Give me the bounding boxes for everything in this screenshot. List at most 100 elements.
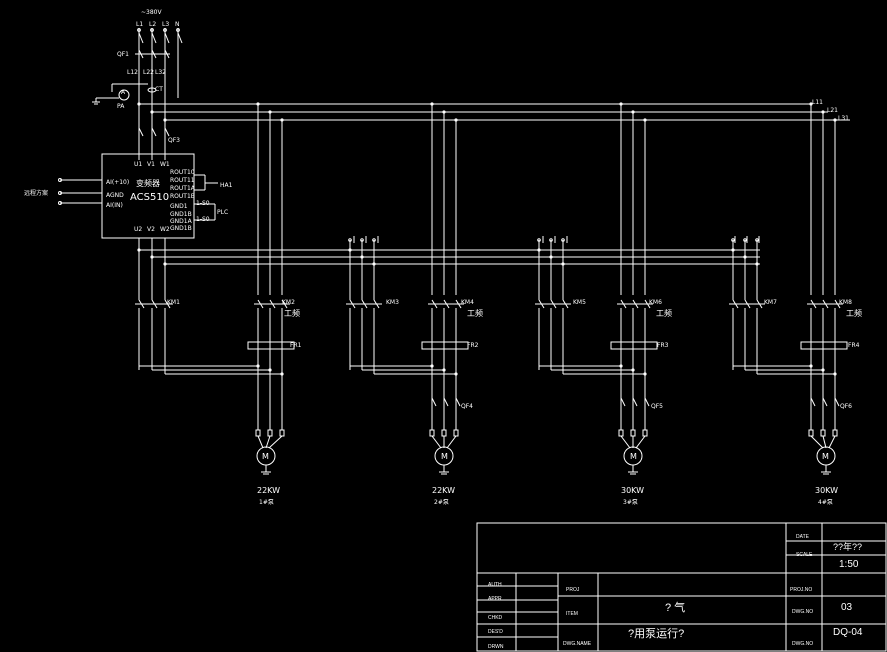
branch1-line-contactor-label: KM2 [282,299,295,306]
vfd-title: 变频器 [136,179,160,188]
junction-dot [137,248,141,252]
junction-dot [256,102,260,106]
junction-dot [348,248,352,252]
branch1-relay-label: FR1 [290,342,302,349]
tb-scale-value: 1:50 [839,559,859,570]
main-breaker-label: QF1 [117,51,129,58]
junction-dot [256,364,260,368]
tap-terminal [549,238,553,242]
signal-tag-1: 1-S0 [196,200,210,207]
vfd-right-term-2: ROUT11 [170,177,195,184]
branch4-vfd-contactor-label: KM7 [764,299,777,306]
branch2-breaker-label: QF4 [461,403,473,410]
title-block-frame [476,522,887,652]
branch2-line-contactor-label: KM4 [461,299,474,306]
tb-auth-label: AUTH [488,582,502,588]
branch1-vfd-contactor-label: KM1 [167,299,180,306]
tap-terminal [755,238,759,242]
terminal-block [820,429,826,437]
branch3-relay-label: FR3 [657,342,669,349]
tb-item-value: ? 气 [665,602,686,614]
vfd-term-v1: V1 [147,161,155,168]
tb-name-value: ?用泵运行? [628,628,685,640]
terminal-block [267,429,273,437]
motor-breaker-blade [644,397,650,407]
tb-scale-label: SCALE [796,552,813,558]
vfd-right-term-8: GND1B [170,225,192,232]
terminal-block [832,429,838,437]
tb-desd-label: DES'D [488,629,503,635]
branch2-pump-label: 2#泵 [434,499,449,506]
tap-terminal [743,238,747,242]
vfd-left-term-3: AI(IN) [106,202,123,209]
motor-breaker-blade [443,397,449,407]
junction-dot [833,118,837,122]
phase-label-l2: L2 [149,21,157,28]
branch3-mode-label: 工频 [656,309,672,318]
bus-label-l21: L21 [827,107,838,114]
tb-dwgno-label-2: DWG.NO [792,641,814,647]
qf3-blade [164,127,170,137]
vfd-term-w1: W1 [160,161,170,168]
motor-3-symbol: M [630,452,637,461]
qf3-label: QF3 [168,137,180,144]
branch2-power-label: 22KW [432,486,456,495]
tb-dwg-value: DQ-04 [833,627,863,638]
motor-breaker-blade [620,397,626,407]
junction-dot [731,248,735,252]
junction-dot [809,364,813,368]
tb-date-value: ??年?? [833,542,863,552]
junction-dot [430,364,434,368]
junction-dot [280,372,284,376]
tb-projno-label: PROJ.NO [790,587,813,593]
junction-dot [268,110,272,114]
thermal-relay [247,341,295,350]
junction-dot [821,110,825,114]
branch2-relay-label: FR2 [467,342,479,349]
thermal-relay [421,341,469,350]
vfd-model: ACS510 [130,192,170,203]
junction-dot [619,102,623,106]
vfd-term-v2: V2 [147,226,155,233]
tap-terminal [348,238,352,242]
signal-tag-2: 1-S0 [196,216,210,223]
qf3-blade [138,127,144,137]
terminal-block [255,429,261,437]
branch4-line-contactor-label: KM8 [839,299,852,306]
junction-dot [454,118,458,122]
source-switch-blade [177,32,183,44]
tap-terminal [731,238,735,242]
remote-terminal [58,201,62,205]
motor-breaker-blade [632,397,638,407]
source-voltage-label: ~380V [141,9,162,16]
branch4-breaker-label: QF6 [840,403,852,410]
source-switch-blade [138,32,144,44]
motor-lead [257,435,264,449]
branch2-vfd-contactor-label: KM3 [386,299,399,306]
tb-sheet-value: 03 [841,602,853,613]
source-terminal [150,28,154,32]
symbols [58,28,848,475]
junction-dot [268,368,272,372]
ammeter-tag: PA [117,103,125,110]
ammeter-symbol-label: A [121,89,126,96]
junction-dot [150,255,154,259]
fault-lamp-tag: HA1 [220,182,233,189]
branch3-line-contactor-label: KM6 [649,299,662,306]
phase-label-l3: L3 [162,21,170,28]
wiring [60,28,850,449]
junction-dot [631,368,635,372]
junction-dot [150,110,154,114]
tap-terminal [360,238,364,242]
source-terminal [176,28,180,32]
vfd-enclosure [101,153,195,239]
junction-dot [360,255,364,259]
vfd-right-term-6: GND1B [170,211,192,218]
tb-drwn-label: DRWN [488,644,504,650]
motor-lead [268,435,283,449]
junction-dot [743,255,747,259]
source-switch-blade [164,32,170,44]
terminal-block [441,429,447,437]
thermal-relay [610,341,658,350]
